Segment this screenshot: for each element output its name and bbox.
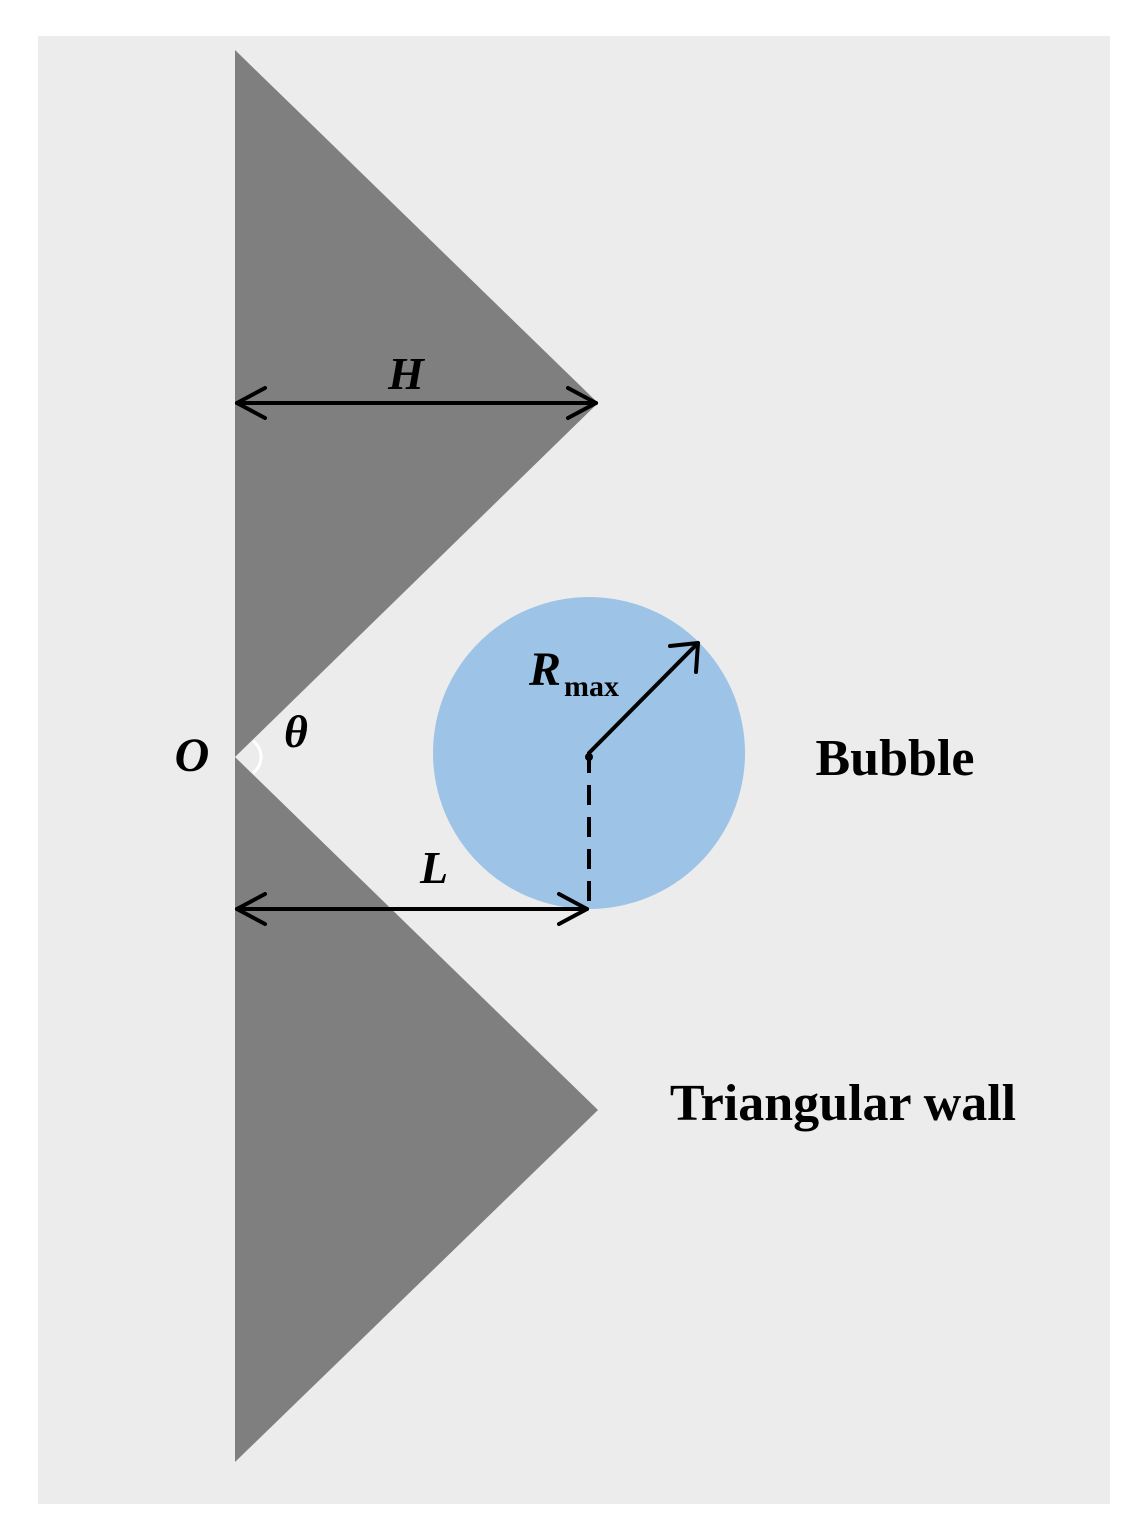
- l-label: L: [419, 842, 448, 893]
- h-label: H: [387, 348, 425, 399]
- triangular-wall-label: Triangular wall: [670, 1075, 1016, 1132]
- radius-subscript-label: max: [564, 670, 619, 703]
- radius-arrow: [587, 641, 700, 755]
- origin-label: O: [175, 729, 210, 782]
- radius-label: R: [528, 643, 561, 696]
- h-dimension-arrow: [235, 386, 598, 420]
- angle-arc: [252, 739, 263, 775]
- bubble-label: Bubble: [816, 730, 975, 787]
- theta-label: θ: [284, 706, 308, 757]
- bubble-center-dot: [585, 753, 593, 761]
- l-dimension-arrow: [235, 892, 589, 926]
- lower-triangular-wall: [235, 757, 598, 1462]
